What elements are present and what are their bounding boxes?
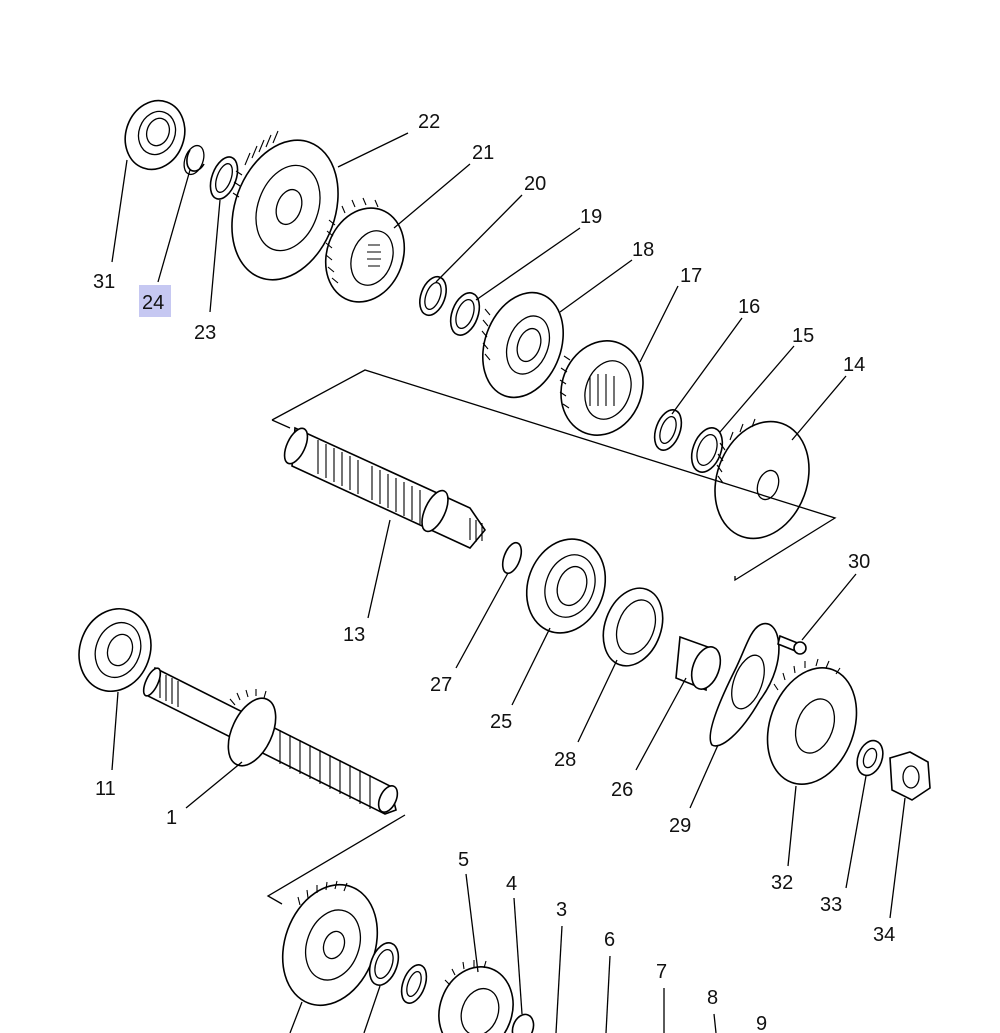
part-14-gear[interactable] bbox=[699, 408, 825, 552]
part-33-lock-washer[interactable] bbox=[853, 737, 888, 779]
callout-29[interactable]: 29 bbox=[669, 815, 691, 837]
callout-33[interactable]: 33 bbox=[820, 894, 842, 916]
callout-19[interactable]: 19 bbox=[580, 206, 602, 228]
part-27-circlip[interactable] bbox=[499, 540, 525, 576]
part-13-shaft[interactable] bbox=[280, 425, 487, 549]
callout-16[interactable]: 16 bbox=[738, 296, 760, 318]
callout-11[interactable]: 11 bbox=[95, 778, 116, 800]
callout-31[interactable]: 31 bbox=[93, 271, 115, 293]
part-17-gear[interactable] bbox=[548, 329, 656, 447]
callout-3[interactable]: 3 bbox=[556, 899, 567, 921]
part-circlip-lower[interactable] bbox=[397, 961, 431, 1006]
callout-32[interactable]: 32 bbox=[771, 872, 793, 894]
group-bracket-lower bbox=[266, 814, 406, 905]
callout-4[interactable]: 4 bbox=[506, 873, 517, 895]
part-16-circlip[interactable] bbox=[650, 406, 687, 454]
part-gear-lower-left[interactable] bbox=[267, 871, 394, 1018]
callout-8[interactable]: 8 bbox=[707, 987, 718, 1009]
part-24-circlip[interactable] bbox=[180, 143, 207, 177]
part-11-bearing[interactable] bbox=[68, 599, 163, 702]
callout-17[interactable]: 17 bbox=[680, 265, 702, 287]
part-washer-lower[interactable] bbox=[364, 939, 403, 989]
callout-25[interactable]: 25 bbox=[490, 711, 512, 733]
callout-24-highlight bbox=[139, 285, 171, 317]
part-19-washer[interactable] bbox=[445, 289, 484, 339]
callout-34[interactable]: 34 bbox=[873, 924, 895, 946]
callout-21[interactable]: 21 bbox=[472, 142, 494, 164]
part-34-nut[interactable] bbox=[889, 751, 931, 801]
group-bracket-upper-left bbox=[271, 419, 291, 429]
callout-1[interactable]: 1 bbox=[166, 807, 177, 829]
callout-28[interactable]: 28 bbox=[554, 749, 576, 771]
part-26-collar[interactable] bbox=[675, 635, 726, 693]
part-21-gear[interactable] bbox=[313, 197, 417, 313]
part-1-main-shaft[interactable] bbox=[140, 666, 401, 815]
callout-26[interactable]: 26 bbox=[611, 779, 633, 801]
callout-27[interactable]: 27 bbox=[430, 674, 452, 696]
callout-15[interactable]: 15 bbox=[792, 325, 814, 347]
callout-22[interactable]: 22 bbox=[418, 111, 440, 133]
part-30-bolt[interactable] bbox=[777, 634, 807, 655]
callout-18[interactable]: 18 bbox=[632, 239, 654, 261]
callout-13[interactable]: 13 bbox=[343, 624, 365, 646]
part-28-oil-seal[interactable] bbox=[593, 580, 673, 674]
part-15-washer[interactable] bbox=[686, 424, 728, 477]
part-20-circlip[interactable] bbox=[415, 273, 451, 319]
part-22-gear[interactable] bbox=[213, 125, 356, 295]
part-23-washer[interactable] bbox=[205, 153, 243, 203]
group-bracket-upper bbox=[271, 369, 837, 582]
part-5-gear[interactable] bbox=[427, 956, 525, 1033]
callout-14[interactable]: 14 bbox=[843, 354, 865, 376]
callout-6[interactable]: 6 bbox=[604, 929, 615, 951]
callout-23[interactable]: 23 bbox=[194, 322, 216, 344]
callout-20[interactable]: 20 bbox=[524, 173, 546, 195]
part-32-sprocket[interactable] bbox=[752, 655, 872, 796]
leader-lines bbox=[111, 132, 906, 1033]
part-4-ring[interactable] bbox=[509, 1011, 537, 1033]
callout-7[interactable]: 7 bbox=[656, 961, 667, 983]
part-25-bearing[interactable] bbox=[514, 528, 618, 644]
callout-30[interactable]: 30 bbox=[848, 551, 870, 573]
part-29-plate[interactable] bbox=[709, 622, 780, 747]
callout-5[interactable]: 5 bbox=[458, 849, 469, 871]
callout-9[interactable]: 9 bbox=[756, 1013, 767, 1033]
part-31-bearing[interactable] bbox=[116, 92, 194, 178]
part-18-gear[interactable] bbox=[469, 281, 577, 408]
callout-24[interactable]: 24 bbox=[142, 292, 164, 314]
